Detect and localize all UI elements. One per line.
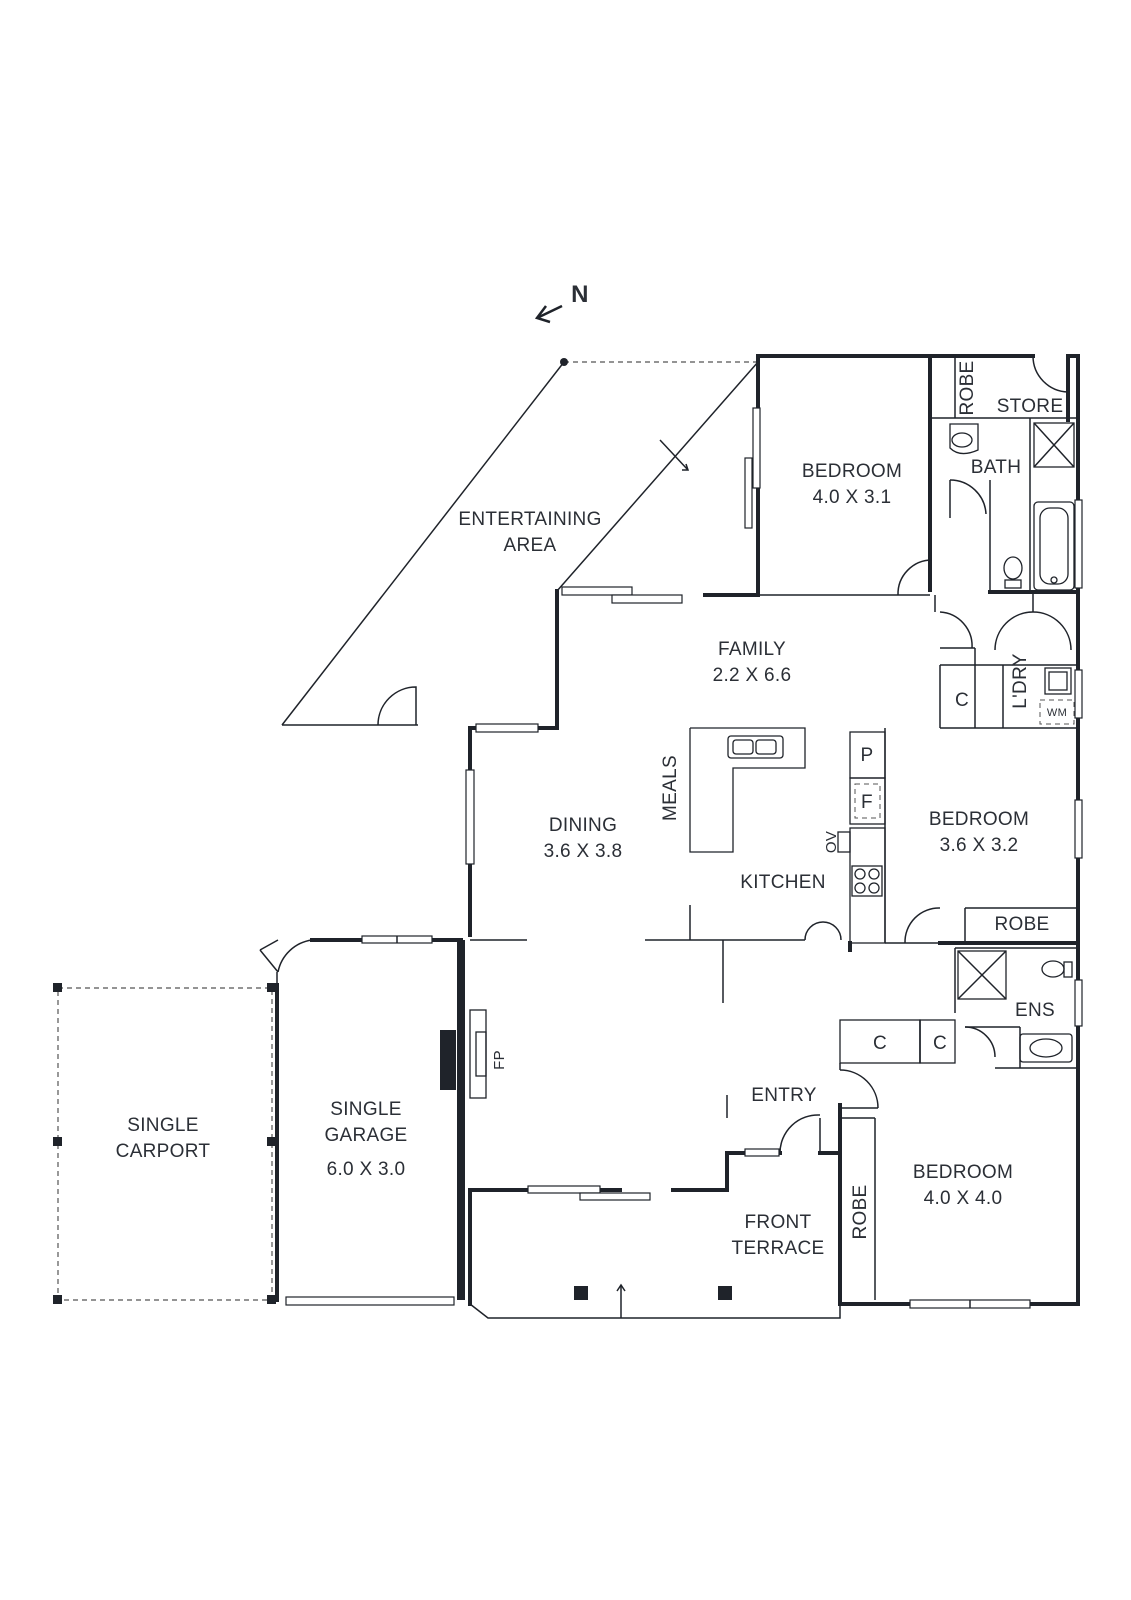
- north-arrow-icon: [534, 304, 563, 324]
- entertaining-label-2: AREA: [504, 535, 557, 556]
- bath-label: BATH: [971, 457, 1021, 478]
- family-size: 2.2 X 6.6: [713, 665, 792, 686]
- cupboard-2-label: C: [873, 1033, 887, 1054]
- fridge-label: F: [861, 792, 873, 813]
- bedroom-3-size: 4.0 X 4.0: [924, 1188, 1003, 1209]
- family-label: FAMILY: [718, 639, 786, 660]
- front-terrace-label-2: TERRACE: [732, 1238, 825, 1259]
- family-laundry-walls: [934, 592, 1083, 729]
- oven-label: OV: [823, 831, 840, 853]
- laundry-label: L'DRY: [1010, 653, 1031, 708]
- carport-label-1: SINGLE: [127, 1115, 199, 1136]
- north-label: N: [571, 281, 589, 308]
- bedroom-1-label: BEDROOM: [802, 461, 902, 482]
- bedroom-1-size: 4.0 X 3.1: [813, 487, 892, 508]
- bedroom-3-label: BEDROOM: [913, 1162, 1013, 1183]
- fireplace-label: FP: [491, 1050, 508, 1070]
- carport-outline: [53, 983, 276, 1304]
- robe-3-label: ROBE: [850, 1184, 871, 1239]
- cupboard-1-label: C: [955, 690, 969, 711]
- pantry-label: P: [861, 745, 874, 766]
- entry-walls: [726, 1019, 1031, 1309]
- robe-2-label: ROBE: [994, 914, 1049, 935]
- store-label: STORE: [997, 396, 1064, 417]
- entertaining-area-outline: [281, 358, 759, 726]
- robe-1-label: ROBE: [957, 360, 978, 415]
- bath-walls: [930, 354, 1083, 594]
- ensuite-walls: [954, 947, 1083, 1069]
- meals-label: MEALS: [660, 755, 681, 821]
- bedroom-2-size: 3.6 X 3.2: [940, 835, 1019, 856]
- washing-machine-label: WM: [1047, 707, 1067, 719]
- cupboard-3-label: C: [933, 1033, 947, 1054]
- bedroom-2-label: BEDROOM: [929, 809, 1029, 830]
- entertaining-label-1: ENTERTAINING: [458, 509, 601, 530]
- garage-walls: [259, 935, 463, 1306]
- garage-label-2: GARAGE: [324, 1125, 407, 1146]
- ensuite-label: ENS: [1015, 1000, 1055, 1021]
- entry-label: ENTRY: [751, 1085, 817, 1106]
- garage-label-1: SINGLE: [330, 1099, 402, 1120]
- dining-label: DINING: [549, 815, 617, 836]
- front-terrace-label-1: FRONT: [745, 1212, 812, 1233]
- front-terrace-outline: [469, 1185, 841, 1319]
- bedroom-1-walls: [744, 354, 933, 597]
- dining-size: 3.6 X 3.8: [544, 841, 623, 862]
- interior-walls: [465, 586, 1083, 1099]
- kitchen-label: KITCHEN: [740, 872, 826, 893]
- carport-label-2: CARPORT: [116, 1141, 211, 1162]
- garage-size: 6.0 X 3.0: [327, 1159, 406, 1180]
